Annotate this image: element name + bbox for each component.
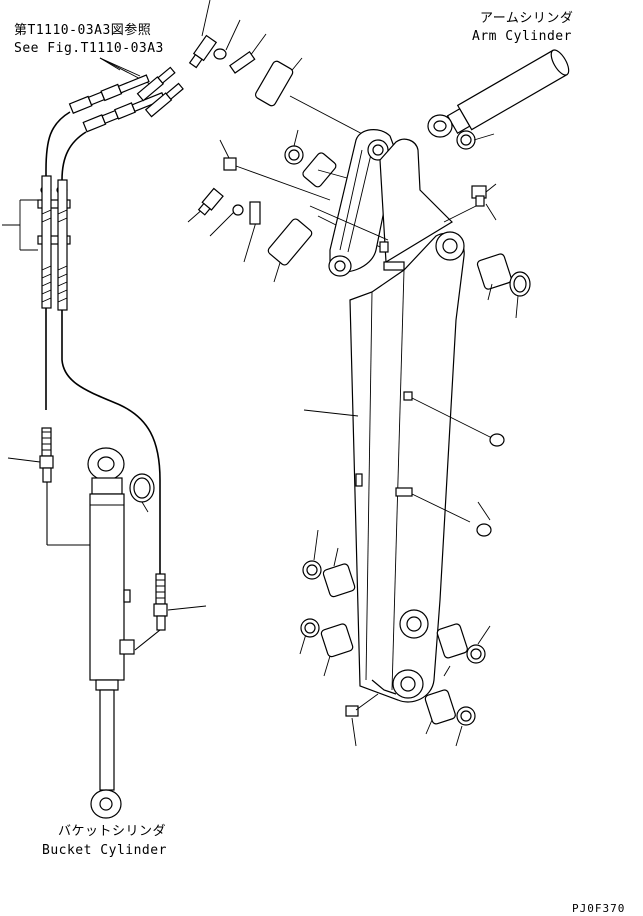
- hose-fittings-top: [68, 57, 184, 133]
- arm-link-bracket: [309, 129, 453, 277]
- reference-label-jp: 第T1110-03A3図参照: [14, 22, 151, 38]
- arm-body: [303, 231, 465, 703]
- reference-label-en: See Fig.T1110-03A3: [14, 41, 164, 56]
- arm-cylinder-label-en: Arm Cylinder: [472, 29, 572, 44]
- bucket-cylinder-label-jp: バケットシリンダ: [58, 824, 166, 839]
- bucket-cylinder-label-en: Bucket Cylinder: [42, 843, 167, 858]
- elbow-fitting: [443, 183, 497, 223]
- bushings-top-right: [476, 253, 531, 319]
- drawing-code: PJ0F370: [572, 902, 625, 915]
- top-small-parts: [188, 0, 371, 139]
- arm-left-parts: [187, 129, 383, 283]
- arm-cylinder: [427, 49, 570, 150]
- grease-fittings-right: [411, 397, 505, 537]
- bushings-lower-right: [424, 623, 491, 747]
- bushings-lower-left: [299, 529, 356, 677]
- bucket-cylinder: [87, 447, 155, 819]
- grease-fitting-bottom: [345, 693, 379, 747]
- hose-connectors-bucket: [7, 427, 207, 651]
- hydraulic-hoses: [2, 111, 161, 580]
- arm-cylinder-label-jp: アームシリンダ: [480, 11, 573, 26]
